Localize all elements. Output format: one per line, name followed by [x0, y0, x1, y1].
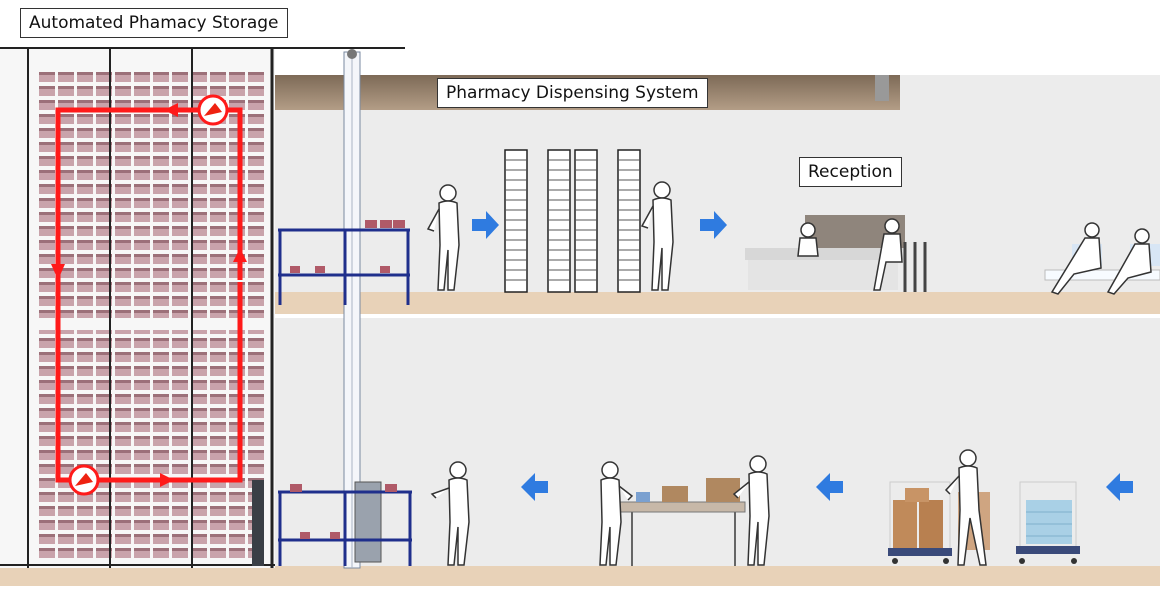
loop-arrow-down	[51, 264, 65, 280]
blue-arrow-icon	[700, 211, 727, 239]
storage-label: Automated Phamacy Storage	[20, 8, 288, 38]
upper-wall	[275, 75, 1160, 295]
person-silhouette-icon	[1050, 222, 1102, 295]
person-silhouette-icon	[732, 455, 770, 566]
person-silhouette-icon	[426, 184, 460, 291]
upper-floor	[275, 292, 1160, 314]
blue-arrow-icon	[521, 473, 548, 501]
person-silhouette-icon	[1106, 228, 1152, 295]
person-silhouette-icon	[430, 461, 470, 566]
person-silhouette-icon	[640, 181, 674, 291]
person-silhouette-icon	[797, 222, 819, 257]
shuttle-robot-icon	[68, 464, 100, 496]
conveyor-post	[252, 480, 264, 566]
person-silhouette-icon	[599, 461, 634, 566]
conveyor-rack-upper-bins	[290, 220, 405, 273]
lift-mast	[343, 49, 382, 569]
blue-arrow-icon	[472, 211, 499, 239]
conveyor-rack-upper	[278, 228, 410, 305]
dispensing-label: Pharmacy Dispensing System	[437, 78, 708, 108]
person-silhouette-icon	[944, 449, 987, 566]
dispensing-shelf-slats	[505, 159, 640, 281]
reception-label: Reception	[799, 157, 902, 187]
blue-arrow-icon	[816, 473, 843, 501]
reception-desk	[745, 215, 905, 290]
workbench	[619, 478, 746, 566]
ceiling-fixture	[875, 75, 889, 101]
blue-arrow-icon	[1106, 473, 1133, 501]
dispensing-shelves	[504, 149, 641, 293]
person-silhouette-icon	[873, 218, 903, 291]
lower-wall	[275, 318, 1160, 570]
bin-cart	[1016, 481, 1080, 564]
loop-arrow-left	[164, 103, 178, 117]
reception-chairs	[903, 242, 927, 292]
shuttle-loop	[51, 94, 247, 496]
shuttle-robot-icon	[197, 94, 229, 126]
conveyor-rack-lower-bins	[290, 484, 397, 539]
loop-arrow-up	[233, 248, 247, 262]
lower-floor	[0, 566, 1160, 586]
loop-arrow-right	[160, 473, 174, 487]
